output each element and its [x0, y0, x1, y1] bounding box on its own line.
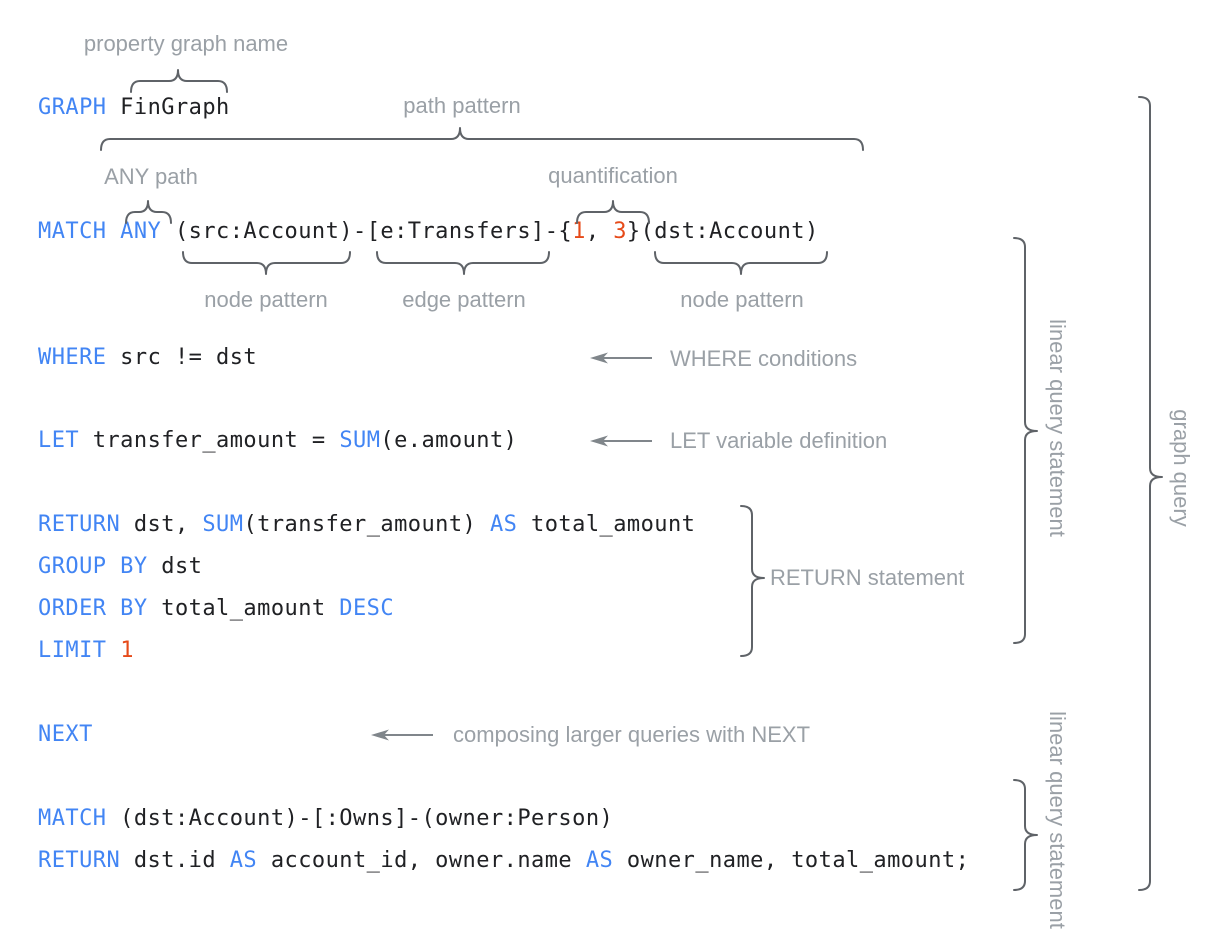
code-token: WHERE — [38, 345, 107, 370]
code-token: , — [585, 219, 614, 244]
code-token: RETURN — [38, 512, 121, 537]
code-line-match-owns: MATCH (dst:Account)-[:Owns]-(owner:Perso… — [38, 805, 613, 833]
label-linear-query-statement-top: linear query statement — [1045, 319, 1070, 537]
code-token: (src:Account)-[e:Transfers]-{ — [161, 219, 573, 244]
code-line-let: LET transfer_amount = SUM(e.amount) — [38, 427, 517, 455]
code-line-group-by: GROUP BY dst — [38, 553, 202, 581]
arrow-where-conditions — [590, 352, 652, 364]
label-return-statement: RETURN statement — [770, 565, 965, 590]
code-line-next: NEXT — [38, 721, 93, 749]
code-line-limit: LIMIT 1 — [38, 637, 134, 665]
brace-graph-query — [1138, 96, 1163, 891]
code-token: LET — [38, 428, 80, 453]
label-edge-pattern: edge pattern — [402, 287, 526, 312]
label-quantification: quantification — [548, 163, 678, 188]
code-line-graph: GRAPH FinGraph — [38, 94, 230, 122]
label-linear-query-statement-bottom: linear query statement — [1045, 711, 1070, 929]
label-where-conditions: WHERE conditions — [670, 346, 858, 371]
brace-linear-query-bottom — [1013, 779, 1038, 891]
code-token: (transfer_amount) — [243, 512, 490, 537]
arrow-let-variable — [590, 435, 652, 447]
code-token: transfer_amount = — [79, 428, 340, 453]
label-any-path: ANY path — [104, 164, 198, 189]
code-token: dst — [147, 554, 203, 579]
code-token: dst, — [120, 512, 203, 537]
brace-path-pattern — [100, 127, 864, 151]
code-token: FinGraph — [106, 95, 230, 120]
code-token: AS — [585, 848, 614, 873]
code-token: (e.amount) — [380, 428, 518, 453]
code-token: account_id, owner.name — [257, 848, 586, 873]
code-token: 1 — [572, 219, 586, 244]
brace-node-pattern-right — [654, 251, 828, 275]
code-line-order-by: ORDER BY total_amount DESC — [38, 595, 394, 623]
code-token: dst.id — [120, 848, 230, 873]
code-token: 3 — [613, 219, 627, 244]
label-graph-query: graph query — [1169, 409, 1194, 527]
code-line-return: RETURN dst, SUM(transfer_amount) AS tota… — [38, 511, 695, 539]
code-line-return-final: RETURN dst.id AS account_id, owner.name … — [38, 847, 969, 875]
label-path-pattern: path pattern — [403, 93, 521, 118]
code-token: RETURN — [38, 848, 121, 873]
code-token: AS — [229, 848, 258, 873]
brace-edge-pattern — [376, 251, 550, 275]
code-line-where: WHERE src != dst — [38, 344, 257, 372]
code-token: LIMIT — [38, 638, 107, 663]
code-token: NEXT — [38, 722, 93, 747]
label-let-variable-definition: LET variable definition — [670, 428, 888, 453]
brace-return-statement — [740, 505, 765, 657]
label-node-pattern-left: node pattern — [204, 287, 328, 312]
code-token: (dst:Account)-[:Owns]-(owner:Person) — [106, 806, 614, 831]
code-token: src != dst — [106, 345, 258, 370]
brace-linear-query-top — [1013, 237, 1038, 644]
code-token: 1 — [120, 638, 134, 663]
code-token — [106, 638, 120, 663]
arrow-composing-next — [371, 729, 433, 741]
code-token: total_amount — [517, 512, 696, 537]
code-line-match: MATCH ANY (src:Account)-[e:Transfers]-{1… — [38, 218, 819, 246]
code-token: ORDER BY — [38, 596, 148, 621]
brace-property-graph-name — [130, 69, 228, 93]
brace-node-pattern-left — [182, 251, 351, 275]
code-token: MATCH — [38, 806, 107, 831]
code-token: GRAPH — [38, 95, 107, 120]
code-token: owner_name, total_amount; — [613, 848, 970, 873]
code-token: SUM — [339, 428, 381, 453]
code-token: MATCH ANY — [38, 219, 162, 244]
label-property-graph-name: property graph name — [83, 31, 289, 56]
code-token: }(dst:Account) — [626, 219, 819, 244]
code-token: DESC — [339, 596, 395, 621]
code-token: AS — [489, 512, 518, 537]
label-composing-next: composing larger queries with NEXT — [453, 722, 811, 747]
code-token: SUM — [202, 512, 244, 537]
code-token: GROUP BY — [38, 554, 148, 579]
code-token: total_amount — [147, 596, 340, 621]
label-node-pattern-right: node pattern — [680, 287, 804, 312]
